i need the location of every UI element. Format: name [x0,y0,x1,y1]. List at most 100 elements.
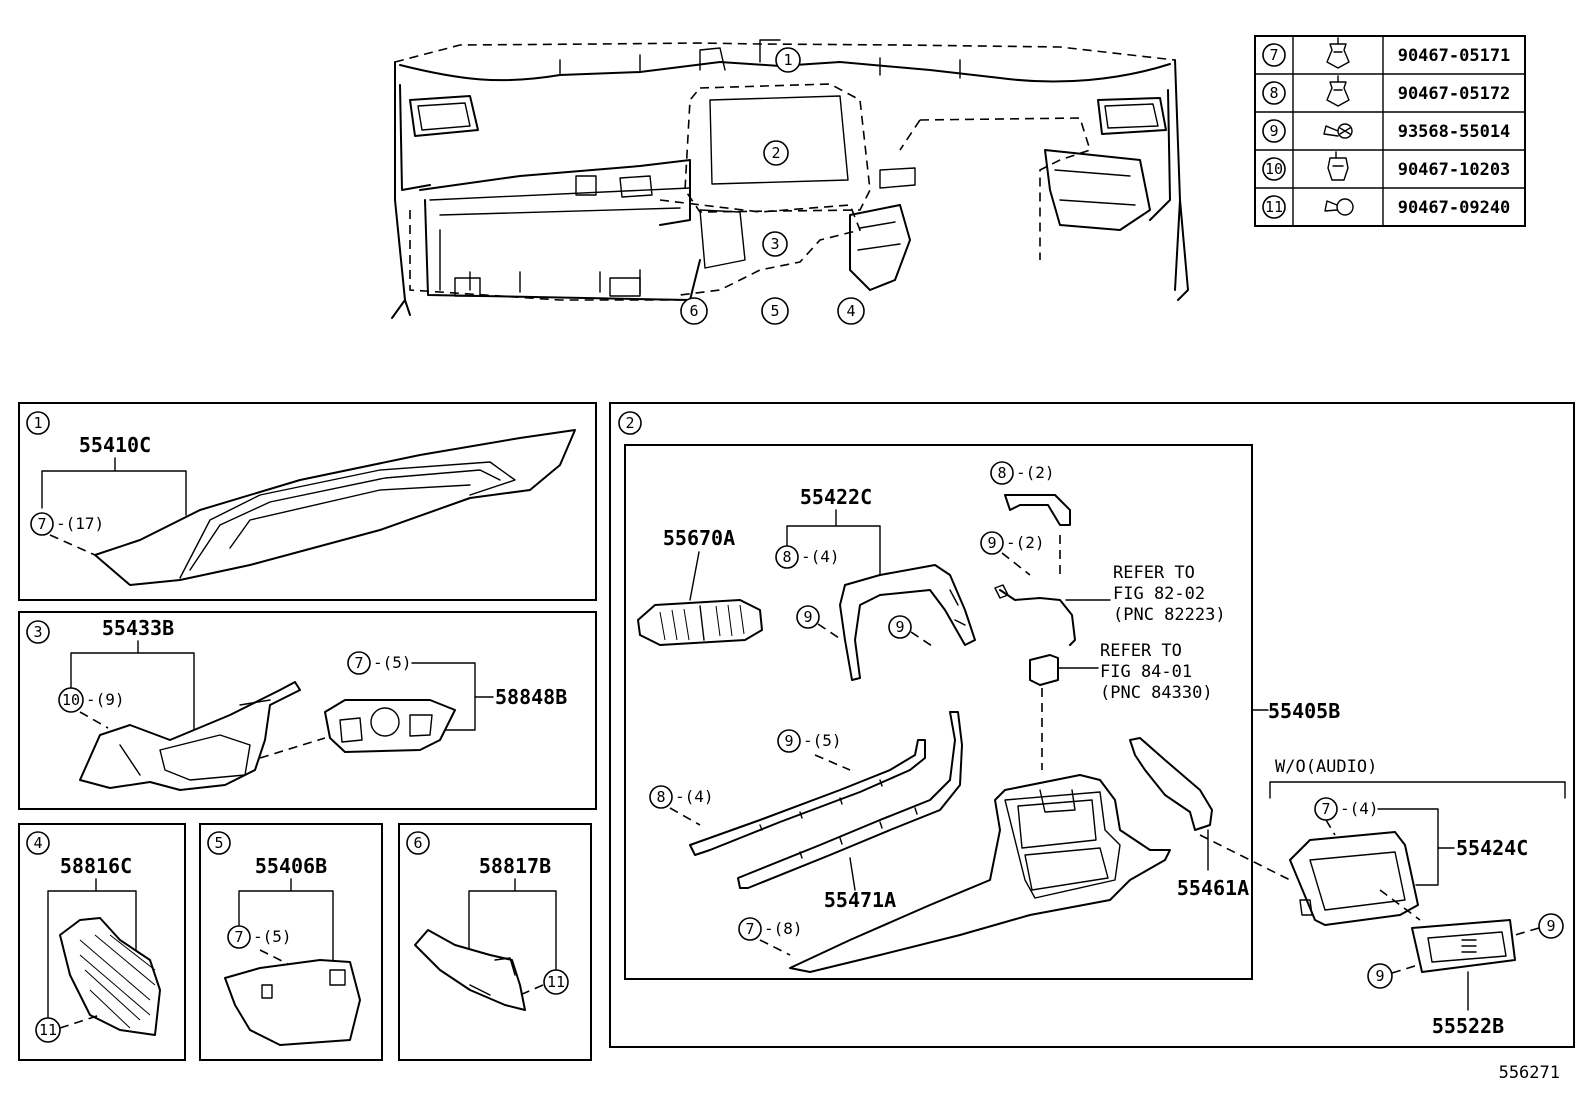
panel-1: 1 55410C 7 -(17) [18,402,597,601]
table-row: 11 90467-09240 [1262,195,1511,219]
overview-callouts: 1 2 3 4 5 6 [680,47,865,325]
part-label-55670A: 55670A [663,526,735,550]
clip-qty: -(5) [253,927,292,946]
refer-b-line3: (PNC 84330) [1100,683,1213,703]
clip-icon [1326,75,1350,107]
lower-center-panel-part [79,681,301,791]
upper-panel-part [94,429,576,586]
top-screw-ref-circle [980,531,1004,555]
part-number: 90467-09240 [1398,198,1511,218]
knee-panel-right-part [414,929,526,1011]
top-clip-qty: -(2) [1016,463,1055,482]
panel-index: 6 [413,834,422,852]
callout-3-circle [762,231,788,257]
part-number: 90467-05172 [1398,84,1511,104]
part-label-55405B: 55405B [1268,699,1340,723]
part-label-58817B: 58817B [479,854,551,878]
part-label-55433B: 55433B [102,616,174,640]
upper-trim-part [689,739,926,856]
trim-screw-qty: -(5) [803,731,842,750]
callout-1-circle [775,47,801,73]
switch-clip-ref: 7 [354,654,363,672]
overview-assembly [391,39,1189,319]
ref-label: 7 [1269,46,1278,64]
bracket-clip-ref: 8 [782,548,791,566]
refer-b-line2: FIG 84-01 [1100,662,1192,682]
panel-index-circle [618,411,642,435]
clip-ref: 11 [39,1021,57,1039]
callout-5-label: 5 [770,302,779,320]
fastener-table: 7 90467-05171 8 90467-05172 9 93568-5501… [1254,35,1526,227]
panel-index: 1 [33,414,42,432]
ref-circle [1262,43,1286,67]
panel-index-circle [207,831,231,855]
callout-6-circle [680,297,708,325]
plate-screw-ref-a: 9 [1375,967,1384,985]
table-row: 10 90467-10203 [1262,151,1510,181]
clip-ref-circle [58,687,84,713]
clip-ref: 11 [547,973,565,991]
top-screw-qty: -(2) [1006,533,1045,552]
screw-ref-b: 9 [895,618,904,636]
callout-4-label: 4 [846,302,855,320]
clip-ref-circle [227,925,251,949]
top-screw-ref: 9 [987,534,996,552]
ref-label: 11 [1265,198,1283,216]
clip-icon [1326,37,1350,69]
callout-3-label: 3 [770,235,779,253]
clip-ref: 7 [37,515,46,533]
ref-circle [1262,157,1286,181]
part-label-55410C: 55410C [79,433,151,457]
plate-screw-ref-b: 9 [1546,917,1555,935]
trim-screw-ref: 9 [784,732,793,750]
part-label-55422C: 55422C [800,485,872,509]
clip-qty: -(9) [86,690,125,709]
part-label-55406B: 55406B [255,854,327,878]
top-bracket-part [1004,494,1071,526]
callout-2-label: 2 [771,144,780,162]
panel-index: 4 [33,834,42,852]
part-label-55461A: 55461A [1177,876,1249,900]
callout-4-circle [837,297,865,325]
top-clip-ref: 8 [997,464,1006,482]
panel-index: 2 [625,414,634,432]
clip-ref-circle [30,512,54,536]
clip-qty: -(17) [56,514,104,533]
bracket-part [839,564,976,681]
part-number: 90467-05171 [1398,46,1511,66]
trim-clip-qty: -(4) [675,787,714,806]
audio-cover-part [1289,831,1419,926]
trim-clip-ref: 8 [656,788,665,806]
refer-b-line1: REFER TO [1100,641,1182,661]
panel-index-circle [406,831,430,855]
switch-module-part [1029,654,1059,686]
knee-panel-left-part [59,917,161,1036]
switch-panel-part [324,699,456,753]
panel-4: 4 58816C 11 [18,823,186,1061]
ref-circle [1262,195,1286,219]
bracket-clip-qty: -(4) [801,547,840,566]
side-trim-part [1129,737,1213,831]
panel-index-circle [26,411,50,435]
screw-ref-a: 9 [803,608,812,626]
panel-index-circle [26,831,50,855]
audio-plate-part [1411,919,1516,973]
clip-ref: 7 [234,928,243,946]
center-cluster-panel-part [789,774,1171,973]
audio-clip-qty: -(4) [1340,799,1379,818]
refer-a-line2: FIG 82-02 [1113,584,1205,604]
audio-clip-ref: 7 [1321,800,1330,818]
part-label-55522B: 55522B [1432,1014,1504,1038]
screw-ref-circle-a [796,605,820,629]
bracket-clip-ref-circle [775,545,799,569]
panel-clip-ref: 7 [745,920,754,938]
part-label-58848B: 58848B [495,685,567,709]
panel-index-circle [26,620,50,644]
panel-clip-ref-circle [738,917,762,941]
callout-5-circle [761,297,789,325]
illustration-id: 556271 [1499,1063,1560,1083]
panel-clip-qty: -(8) [764,919,803,938]
part-number: 93568-55014 [1398,122,1511,142]
center-vent-part [637,599,763,646]
panel-3: 3 55433B 10 -(9) 7 -(5) 58848B [18,611,597,810]
